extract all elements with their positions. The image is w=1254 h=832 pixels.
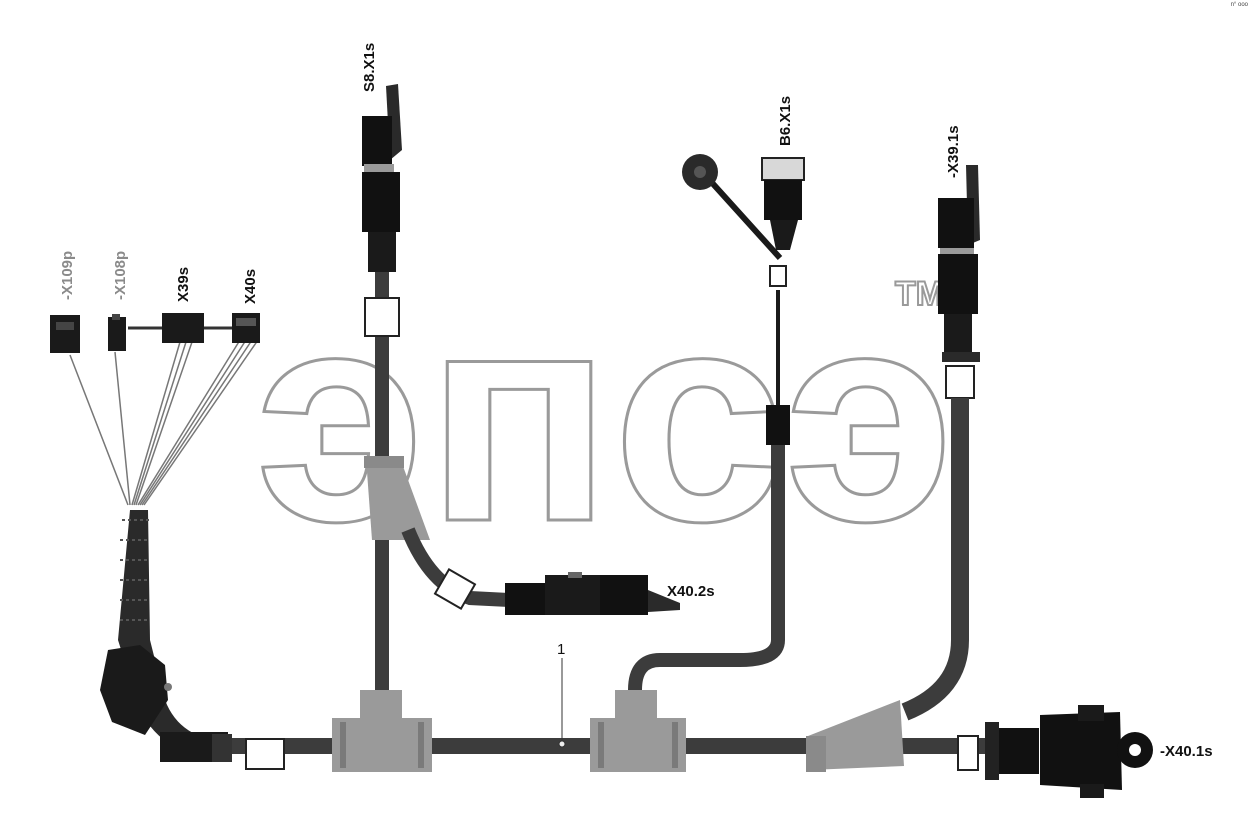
callout-1: 1 <box>557 641 566 748</box>
corner-mark: n° ooo <box>1230 2 1248 8</box>
connector-x40s <box>232 313 260 343</box>
label-x391s: -X39.1s <box>945 125 962 178</box>
label-x109p: -X109p <box>59 251 76 300</box>
connector-x109p <box>50 315 80 353</box>
label-s8x1s: S8.X1s <box>361 43 378 92</box>
label-x39s: X39s <box>175 267 192 302</box>
label-x402s: X40.2s <box>667 583 715 600</box>
branch-x391s <box>806 165 980 772</box>
branch-b6x1s <box>590 154 805 772</box>
connector-x402s <box>505 572 680 615</box>
branch-s8x1s <box>332 84 511 772</box>
fanout-wires <box>69 339 259 506</box>
label-x108p: -X108p <box>112 251 129 300</box>
connector-x39s <box>128 313 232 343</box>
label-x40s: X40s <box>242 269 259 304</box>
watermark: эпсэ TM <box>254 247 957 586</box>
callout-number: 1 <box>557 641 565 658</box>
watermark-text: эпсэ <box>255 248 955 584</box>
trunk-label-sleeve <box>245 738 285 770</box>
label-b6x1s: B6.X1s <box>777 96 794 146</box>
braided-bundle <box>100 510 285 770</box>
watermark-tm: TM <box>895 275 944 313</box>
connector-x401s <box>957 705 1153 798</box>
label-x401s: -X40.1s <box>1160 743 1213 760</box>
connector-x108p <box>108 314 126 351</box>
